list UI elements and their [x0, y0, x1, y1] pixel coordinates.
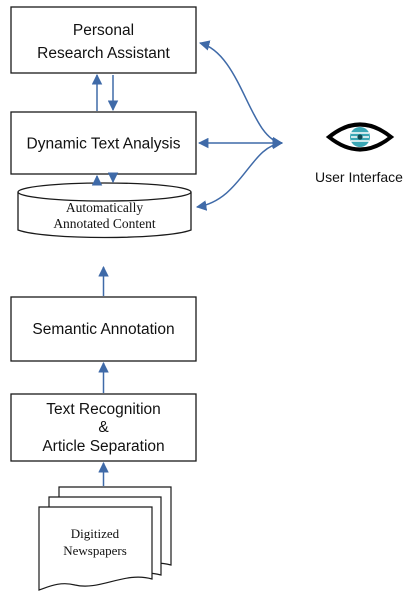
annotated-content-label-line1: Automatically [66, 200, 143, 215]
personal-research-assistant-box [10, 6, 197, 74]
eye-icon [325, 122, 395, 152]
digitized-newspapers-label-line2: Newspapers [63, 543, 127, 558]
text-recognition-node: Text Recognition & Article Separation [10, 393, 197, 462]
text-recognition-label-line2: & [98, 419, 109, 436]
dynamic-text-analysis-node: Dynamic Text Analysis [10, 111, 197, 175]
user-interface-node: User Interface [315, 122, 403, 185]
annotated-content-cylinder [17, 192, 192, 239]
digitized-newspapers-label-line1: Digitized [71, 526, 120, 541]
semantic-annotation-label: Semantic Annotation [32, 321, 174, 338]
user-interface-label: User Interface [315, 169, 403, 185]
arrow-ui-pra [198, 40, 284, 148]
text-recognition-label-line1: Text Recognition [46, 401, 161, 418]
dynamic-text-analysis-box [10, 111, 197, 175]
personal-research-assistant-label-line2: Research Assistant [37, 45, 170, 62]
annotated-content-node: Automatically Annotated Content [17, 182, 192, 239]
dynamic-text-analysis-label: Dynamic Text Analysis [27, 136, 181, 153]
text-recognition-label-line3: Article Separation [42, 438, 164, 455]
flow-arrows [91, 73, 119, 486]
newspaper-page-front [38, 506, 153, 591]
semantic-annotation-box [10, 296, 197, 362]
annotated-content-cylinder-top [17, 182, 192, 202]
semantic-annotation-node: Semantic Annotation [10, 296, 197, 362]
arrow-ui-content [195, 138, 284, 211]
personal-research-assistant-node: Personal Research Assistant [10, 6, 197, 74]
digitized-newspapers-node: Digitized Newspapers [38, 486, 172, 591]
user-interface-arrows [195, 40, 284, 211]
personal-research-assistant-label-line1: Personal [73, 22, 134, 39]
text-recognition-box [10, 393, 197, 462]
annotated-content-label-line2: Annotated Content [53, 216, 156, 231]
